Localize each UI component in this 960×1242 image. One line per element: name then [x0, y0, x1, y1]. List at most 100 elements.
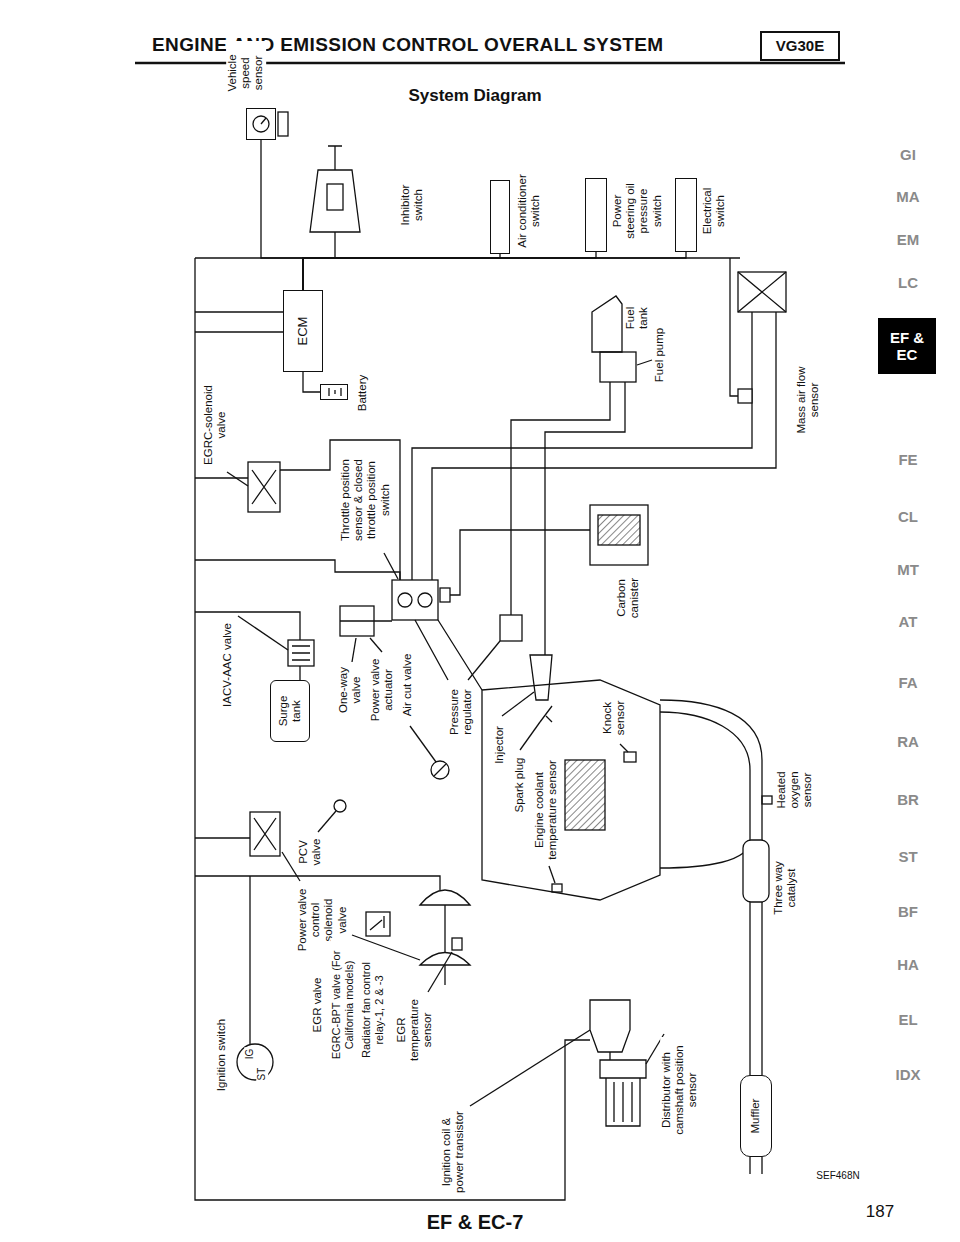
- part-label: Ignition switch: [215, 1009, 228, 1101]
- air-cut-valve-symbol: [431, 761, 449, 779]
- section-tab-active: EF & EC: [878, 318, 936, 374]
- oxygen-sensor-symbol: [762, 796, 772, 804]
- exhaust-pipe: [660, 700, 762, 840]
- catalyst-symbol: [743, 840, 769, 902]
- switch-contact: [327, 184, 343, 210]
- harness-wire: [195, 837, 250, 838]
- power-valve-solenoid-symbol: [254, 818, 276, 850]
- engine: [482, 680, 660, 900]
- leader-line: [370, 638, 382, 652]
- carbon-canister-symbol: [590, 505, 648, 565]
- harness-wire: [195, 477, 248, 478]
- part-label: Ignition coil & power transistor: [440, 1108, 466, 1196]
- part-label: PCV valve: [297, 834, 323, 870]
- signal-wire: [303, 254, 500, 290]
- page-label: EF & EC-7: [426, 1211, 525, 1234]
- part-label: Electrical switch: [701, 182, 727, 240]
- egrc-solenoid-symbol: [248, 462, 280, 512]
- part-label: Vehicle speed sensor: [226, 41, 266, 105]
- leader-line: [470, 1030, 590, 1106]
- section-tab: LC: [897, 274, 919, 291]
- egr-temperature-sensor-symbol: [452, 938, 462, 950]
- leader-line: [238, 616, 288, 650]
- leader-line: [502, 692, 534, 716]
- tab-text: EF & EC: [884, 329, 930, 364]
- throttle-sensor-symbol: [440, 588, 450, 602]
- exhaust-pipe: [750, 902, 762, 1075]
- egrc-solenoid-symbol: [252, 470, 276, 504]
- section-tab: EL: [897, 1011, 918, 1028]
- part-label: EGRC-solenoid valve: [202, 380, 228, 470]
- subtitle: System Diagram: [407, 86, 542, 106]
- section-tab: RA: [896, 733, 920, 750]
- leader-line: [384, 553, 398, 579]
- part-label: IACV-AAC valve: [221, 617, 234, 713]
- section-tab: BF: [897, 903, 919, 920]
- part-label: Engine coolant temperature sensor: [533, 755, 559, 865]
- terminal-label: ST: [256, 1067, 268, 1082]
- exhaust-pipe: [660, 712, 750, 840]
- fuel-tank-symbol: [592, 296, 622, 352]
- throttle-valve: [418, 593, 432, 607]
- switch-lever: [328, 146, 342, 170]
- part-label: One-way valve: [337, 664, 363, 716]
- part-label: EGRC-BPT valve (For California models): [330, 938, 355, 1072]
- part-label: Radiator fan control relay-1, 2 & -3: [360, 951, 385, 1069]
- signal-wire: [261, 140, 303, 290]
- part-label: Knock sensor: [601, 695, 627, 741]
- sensor-plug: [278, 112, 288, 136]
- part-label: Battery: [356, 374, 369, 412]
- pressure-regulator-symbol: [500, 615, 522, 641]
- part-label: Muffler: [749, 1085, 762, 1147]
- leader-line: [637, 360, 652, 365]
- signal-wire: [303, 232, 335, 290]
- throttle-valve: [398, 593, 412, 607]
- exhaust-system: [660, 700, 772, 1174]
- harness-wire: [249, 876, 250, 1044]
- ecm-box: ECM: [283, 290, 323, 372]
- air-cut-valve-symbol: [434, 764, 446, 776]
- engine-block: [482, 680, 660, 900]
- relay-symbol: [366, 912, 390, 936]
- figure-code: SEF468N: [815, 1170, 860, 1182]
- throttle-body: [392, 580, 438, 620]
- distributor-symbol: [600, 1052, 646, 1126]
- power-valve-actuator-symbol: [340, 620, 392, 621]
- part-label: Spark plug: [513, 752, 526, 818]
- gauge-symbol: [253, 116, 269, 132]
- ignition-coil-symbol: [590, 1000, 630, 1052]
- section-tab: EM: [896, 231, 921, 248]
- ecm-label: ECM: [296, 316, 311, 347]
- spark-plug-symbol: [540, 706, 552, 722]
- part-label: Three way catalyst: [772, 855, 798, 921]
- leader-line: [410, 726, 436, 762]
- vss-outline: [247, 109, 275, 139]
- harness-wire: [195, 311, 283, 312]
- part-label: Heated oxygen sensor: [775, 764, 815, 816]
- section-tab: GI: [899, 146, 917, 163]
- switch-box: Air conditioner switch: [490, 180, 510, 254]
- battery-outline: [321, 385, 347, 399]
- exhaust-pipe: [660, 840, 750, 868]
- harness-wire: [195, 331, 283, 332]
- section-tab: FA: [897, 674, 918, 691]
- switch-symbol: Inhibitor switch: [300, 140, 370, 232]
- egrc-bpt-valve-symbol: [420, 953, 470, 986]
- signal-wire: [303, 252, 686, 290]
- fuel-pump-symbol: [600, 352, 636, 382]
- air-duct: [412, 312, 752, 580]
- air-intake: [288, 272, 786, 779]
- tail-pipe: [750, 1157, 762, 1174]
- part-label: Fuel tank: [624, 297, 650, 339]
- pcv-valve-symbol: [334, 800, 346, 812]
- leader-line: [318, 811, 336, 832]
- part-label: Throttle position sensor & closed thrott…: [339, 449, 392, 551]
- air-duct: [432, 312, 776, 580]
- part-label: Surge tank: [277, 690, 303, 732]
- section-tab: HA: [896, 956, 920, 973]
- iacv-coil: [292, 646, 310, 660]
- leader-line: [468, 641, 500, 680]
- ignition-system: [237, 112, 646, 1126]
- knock-sensor-symbol: [624, 752, 636, 762]
